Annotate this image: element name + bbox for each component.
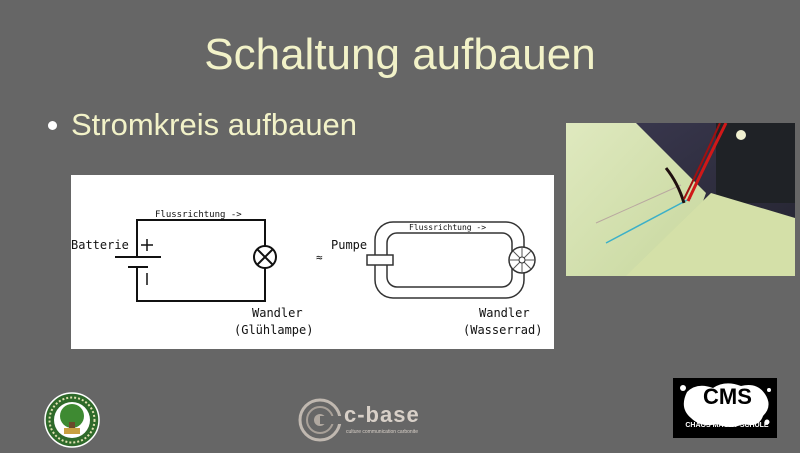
- approx-symbol: ≈: [316, 251, 323, 264]
- cms-logo: CMS CHAOS MACHT SCHULE: [673, 378, 777, 438]
- pump-label: Pumpe: [331, 238, 367, 252]
- photo-breadboard-edge: [626, 193, 795, 276]
- water-pipe-inner: [386, 232, 513, 288]
- photo-led: [736, 130, 746, 140]
- photo-device: [716, 123, 795, 203]
- breadboard-photo-svg: [566, 123, 795, 276]
- bullet-text: Stromkreis aufbauen: [71, 107, 358, 142]
- photo-blue-rail: [605, 197, 692, 244]
- water-converter-sub: (Wasserrad): [463, 323, 542, 337]
- photo-red-wire: [686, 123, 728, 202]
- photo-hole-row: [595, 184, 682, 224]
- c-base-wordmark: c-base: [344, 402, 420, 427]
- battery-gap: [129, 227, 147, 295]
- electric-flow-label: Flussrichtung ->: [155, 210, 242, 220]
- circuit-diagram: Flussrichtung -> Batterie Wandler (Glühl…: [71, 175, 554, 349]
- breadboard-photo: [566, 123, 795, 276]
- photo-red-wire-2: [683, 123, 721, 200]
- electric-circuit-wire: [136, 219, 266, 302]
- slide-title: Schaltung aufbauen: [204, 30, 596, 79]
- bullet-item: Stromkreis aufbauen: [48, 107, 357, 143]
- school-seal-icon: [44, 392, 100, 448]
- circuit-diagram-svg: Flussrichtung -> Batterie Wandler (Glühl…: [71, 210, 542, 337]
- water-flow-label: Flussrichtung ->: [409, 223, 486, 232]
- battery-label: Batterie: [71, 238, 129, 252]
- cms-splat-icon: [680, 383, 771, 427]
- cms-wordmark: CMS: [703, 384, 752, 409]
- c-base-logo: c-base culture communication carbonite: [298, 398, 430, 442]
- c-base-tagline: culture communication carbonite: [346, 429, 418, 435]
- bullet-dot-icon: [48, 120, 57, 130]
- photo-black-wire: [664, 167, 686, 204]
- c-base-icon: [298, 398, 342, 442]
- cms-tagline: CHAOS MACHT SCHULE: [685, 422, 769, 429]
- pump-icon: [366, 254, 394, 266]
- school-logo: [44, 392, 100, 448]
- electric-converter-sub: (Glühlampe): [234, 323, 313, 337]
- lamp-cross-b: [256, 248, 274, 266]
- waterwheel-icon: [508, 246, 536, 274]
- water-converter-label: Wandler: [479, 306, 530, 320]
- electric-converter-label: Wandler: [252, 306, 303, 320]
